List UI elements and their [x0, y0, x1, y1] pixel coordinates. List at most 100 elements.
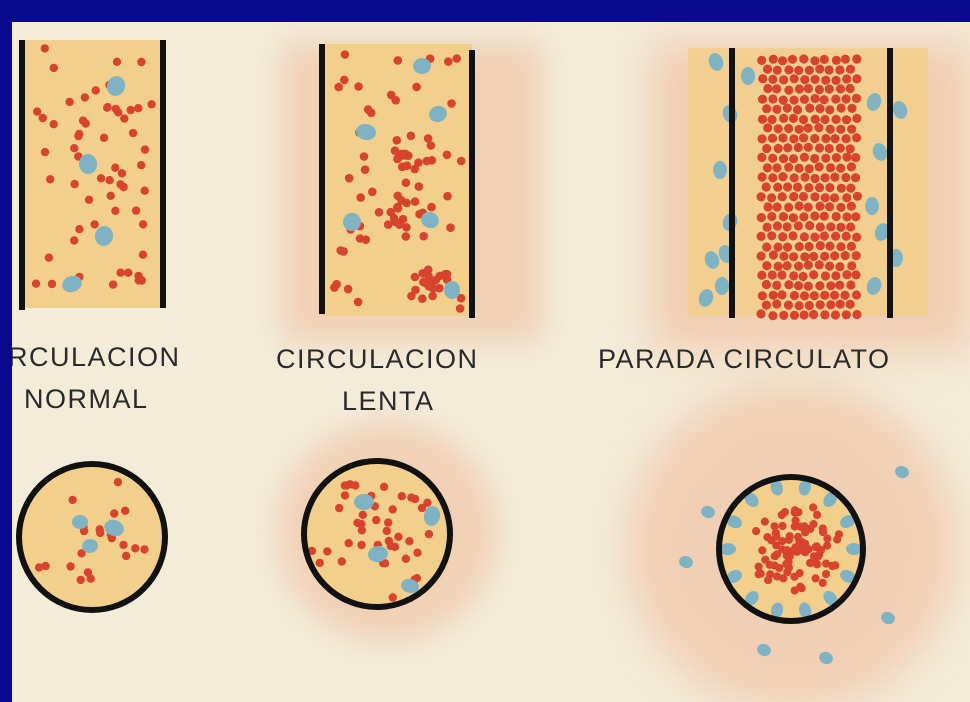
red-cell [805, 221, 814, 230]
red-cell [820, 95, 829, 104]
red-cell [783, 546, 791, 554]
red-cell [805, 66, 814, 75]
red-cell [842, 115, 851, 124]
red-cell [783, 261, 792, 270]
red-cell [816, 222, 825, 231]
red-cell [380, 483, 388, 491]
red-cell [407, 132, 416, 141]
white-cell [354, 494, 374, 510]
red-cell [799, 547, 807, 555]
red-cell [830, 173, 839, 182]
plasma-normal-vessel [22, 40, 162, 308]
red-cell [825, 105, 834, 114]
red-cell [757, 252, 766, 261]
red-cell [784, 280, 793, 289]
red-cell [851, 153, 860, 162]
red-cell [107, 192, 115, 200]
red-cell [804, 124, 813, 133]
red-cell [789, 114, 798, 123]
red-cell [33, 107, 41, 115]
red-cell [813, 542, 821, 550]
red-cell [763, 223, 772, 232]
red-cell [836, 125, 845, 134]
red-cell [836, 242, 845, 251]
red-cell [755, 563, 763, 571]
red-cell [405, 537, 413, 545]
red-cell [763, 202, 772, 211]
red-cell [790, 74, 799, 83]
red-cell [789, 271, 798, 280]
red-cell [794, 66, 803, 75]
red-cell [819, 528, 827, 536]
red-cell [846, 280, 855, 289]
red-cell [757, 271, 766, 280]
red-cell [79, 116, 87, 124]
red-cell [826, 300, 835, 309]
red-cell [825, 262, 834, 271]
red-cell [456, 304, 465, 313]
red-cell [120, 114, 128, 122]
red-cell [821, 173, 830, 182]
red-cell [428, 292, 437, 301]
red-cell [804, 260, 813, 269]
red-cell [822, 560, 830, 568]
red-cell [815, 550, 823, 558]
red-cell [847, 104, 856, 113]
red-cell [758, 95, 767, 104]
red-cell [832, 212, 841, 221]
red-cell [97, 174, 105, 182]
red-cell [70, 144, 78, 152]
red-cell [804, 203, 813, 212]
red-cell [835, 65, 844, 74]
red-cell [340, 76, 349, 85]
red-cell [357, 541, 365, 549]
red-cell [810, 233, 819, 242]
red-cell [345, 174, 354, 183]
red-cell [815, 85, 824, 94]
red-cell [795, 164, 804, 173]
red-cell [758, 134, 767, 143]
red-cell [788, 231, 797, 240]
red-cell [832, 115, 841, 124]
red-cell [75, 225, 83, 233]
red-cell [768, 311, 777, 320]
red-cell [335, 504, 343, 512]
red-cell [768, 270, 777, 279]
red-cell [814, 123, 823, 132]
red-cell [810, 211, 819, 220]
red-cell [127, 106, 135, 114]
red-cell [360, 152, 369, 161]
red-cell [816, 241, 825, 250]
red-cell [784, 124, 793, 133]
red-cell [815, 183, 824, 192]
red-cell [809, 503, 817, 511]
red-cell [425, 530, 433, 538]
red-cell [109, 280, 117, 288]
red-cell [323, 547, 331, 555]
red-cell [793, 105, 802, 114]
red-cell [820, 252, 829, 261]
red-cell [783, 143, 792, 152]
red-cell [799, 54, 808, 63]
red-cell [361, 165, 370, 174]
red-cell [457, 157, 466, 166]
red-cell [398, 163, 407, 172]
red-cell [761, 556, 769, 564]
red-cell [795, 301, 804, 310]
red-cell [763, 84, 772, 93]
red-cell [825, 202, 834, 211]
red-cell [781, 508, 789, 516]
red-cell [119, 541, 127, 549]
red-cell [757, 192, 766, 201]
red-cell [826, 125, 835, 134]
red-cell [394, 56, 403, 65]
red-cell [432, 276, 441, 285]
red-cell [812, 574, 820, 582]
red-cell [122, 552, 130, 560]
red-cell [757, 232, 766, 241]
red-cell [794, 508, 802, 516]
red-cell [811, 75, 820, 84]
red-cell [384, 518, 392, 526]
red-cell [800, 310, 809, 319]
red-cell [783, 222, 792, 231]
